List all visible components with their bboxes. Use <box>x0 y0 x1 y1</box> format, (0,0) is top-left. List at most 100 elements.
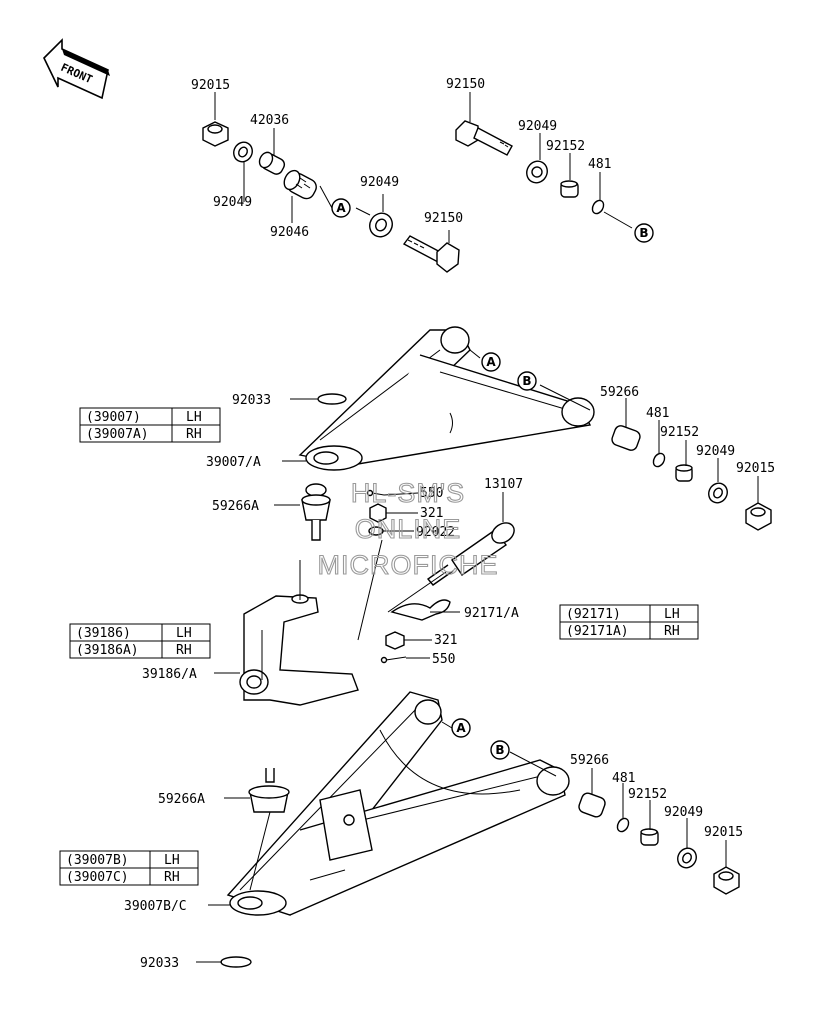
collar-92152-upper <box>560 180 579 198</box>
label-321: 321 <box>420 506 443 521</box>
collar-59266-upper <box>611 425 641 451</box>
circlip-92033-lower <box>220 956 252 968</box>
part-labels: 92015 42036 92049 92046 92049 92150 9215… <box>124 77 775 971</box>
washer-92049-top <box>233 141 253 163</box>
label-481: 481 <box>612 771 635 786</box>
washer-92049-mid <box>369 212 393 238</box>
label-92049: 92049 <box>518 119 557 134</box>
svg-text:LH: LH <box>176 626 192 641</box>
callout-B-top: B <box>634 223 654 243</box>
label-13107: 13107 <box>484 477 523 492</box>
label-92150: 92150 <box>424 211 463 226</box>
circlip-481-mid <box>652 452 666 468</box>
label-59266A: 59266A <box>212 499 259 514</box>
bearing-92046 <box>283 169 317 200</box>
svg-text:A: A <box>456 721 466 735</box>
svg-text:B: B <box>495 743 504 757</box>
label-550: 550 <box>432 652 455 667</box>
cotter-pin-550-upper <box>366 489 385 497</box>
svg-text:(39007B): (39007B) <box>66 853 129 868</box>
svg-text:B: B <box>639 226 648 240</box>
circlip-481-upper <box>591 199 605 215</box>
svg-text:RH: RH <box>176 643 192 658</box>
label-42036: 42036 <box>250 113 289 128</box>
ball-joint-59266A-upper <box>301 483 331 541</box>
callout-B-upper-arm: B <box>517 371 537 391</box>
label-92046: 92046 <box>270 225 309 240</box>
upper-a-arm <box>298 326 595 471</box>
table-39007B: (39007B) LH (39007C) RH <box>59 850 199 886</box>
label-92015: 92015 <box>704 825 743 840</box>
svg-text:B: B <box>522 374 531 388</box>
label-92015: 92015 <box>191 78 230 93</box>
knuckle-39186 <box>239 594 359 706</box>
collar-92152-mid <box>675 464 693 482</box>
front-arrow-icon: FRONT <box>43 38 110 100</box>
collar-42036 <box>258 151 286 175</box>
label-92152: 92152 <box>628 787 667 802</box>
label-92049: 92049 <box>664 805 703 820</box>
label-39186-A: 39186/A <box>142 667 197 682</box>
collar-59266-lower <box>578 792 606 818</box>
svg-text:(39007): (39007) <box>86 410 141 425</box>
label-92033: 92033 <box>232 393 271 408</box>
label-59266: 59266 <box>600 385 639 400</box>
leader-lines <box>196 92 759 963</box>
label-59266A: 59266A <box>158 792 205 807</box>
svg-text:LH: LH <box>186 410 202 425</box>
spindle-13107 <box>426 522 515 586</box>
ball-joint-59266A-lower <box>248 768 290 813</box>
label-59266: 59266 <box>570 753 609 768</box>
svg-text:(92171A): (92171A) <box>566 624 629 639</box>
svg-text:RH: RH <box>186 427 202 442</box>
collar-92152-lower <box>640 828 659 846</box>
bolt-92150-lower <box>402 235 460 273</box>
label-92022: 92022 <box>416 525 455 540</box>
label-92171-A: 92171/A <box>464 606 519 621</box>
callout-A-upper-arm: A <box>481 352 501 372</box>
svg-text:RH: RH <box>664 624 680 639</box>
washer-92049-mid-right <box>708 482 728 504</box>
svg-text:(39186): (39186) <box>76 626 131 641</box>
table-39007: (39007) LH (39007A) RH <box>79 407 221 443</box>
washer-92049-lower <box>677 847 697 869</box>
svg-text:A: A <box>336 201 346 215</box>
callout-B-lower-arm: B <box>490 740 510 760</box>
washer-92049-upper <box>526 160 548 184</box>
nut-92015-mid <box>745 502 772 531</box>
label-92049: 92049 <box>360 175 399 190</box>
circlip-481-lower <box>616 817 630 833</box>
nut-92015-lower <box>713 866 740 895</box>
label-92015: 92015 <box>736 461 775 476</box>
label-39007-A: 39007/A <box>206 455 261 470</box>
watermark: HL-SM'S ONLINE MICROFICHE <box>317 477 499 580</box>
svg-text:(92171): (92171) <box>566 607 621 622</box>
svg-text:ONLINE: ONLINE <box>355 514 462 544</box>
svg-text:LH: LH <box>164 853 180 868</box>
svg-text:(39007A): (39007A) <box>86 427 149 442</box>
label-92033: 92033 <box>140 956 179 971</box>
svg-text:(39007C): (39007C) <box>66 870 129 885</box>
castle-nut-321-upper <box>369 503 387 523</box>
label-92152: 92152 <box>660 425 699 440</box>
label-92049: 92049 <box>696 444 735 459</box>
label-39007B-C: 39007B/C <box>124 899 187 914</box>
castle-nut-321-lower <box>385 631 405 650</box>
svg-text:MICROFICHE: MICROFICHE <box>318 550 499 580</box>
svg-text:HL-SM'S: HL-SM'S <box>351 478 465 508</box>
callout-A-top: A <box>331 198 351 218</box>
table-39186: (39186) LH (39186A) RH <box>69 623 211 659</box>
label-481: 481 <box>646 406 669 421</box>
cotter-pin-550-lower <box>380 656 407 664</box>
label-92150: 92150 <box>446 77 485 92</box>
circlip-92033-upper <box>317 393 347 405</box>
label-92049: 92049 <box>213 195 252 210</box>
svg-text:(39186A): (39186A) <box>76 643 139 658</box>
callout-A-lower-arm: A <box>451 718 471 738</box>
bolt-92150-upper <box>455 120 513 156</box>
svg-text:A: A <box>486 355 496 369</box>
svg-text:LH: LH <box>664 607 680 622</box>
lower-a-arm <box>226 691 570 916</box>
nut-92015-top <box>202 121 229 147</box>
label-481: 481 <box>588 157 611 172</box>
